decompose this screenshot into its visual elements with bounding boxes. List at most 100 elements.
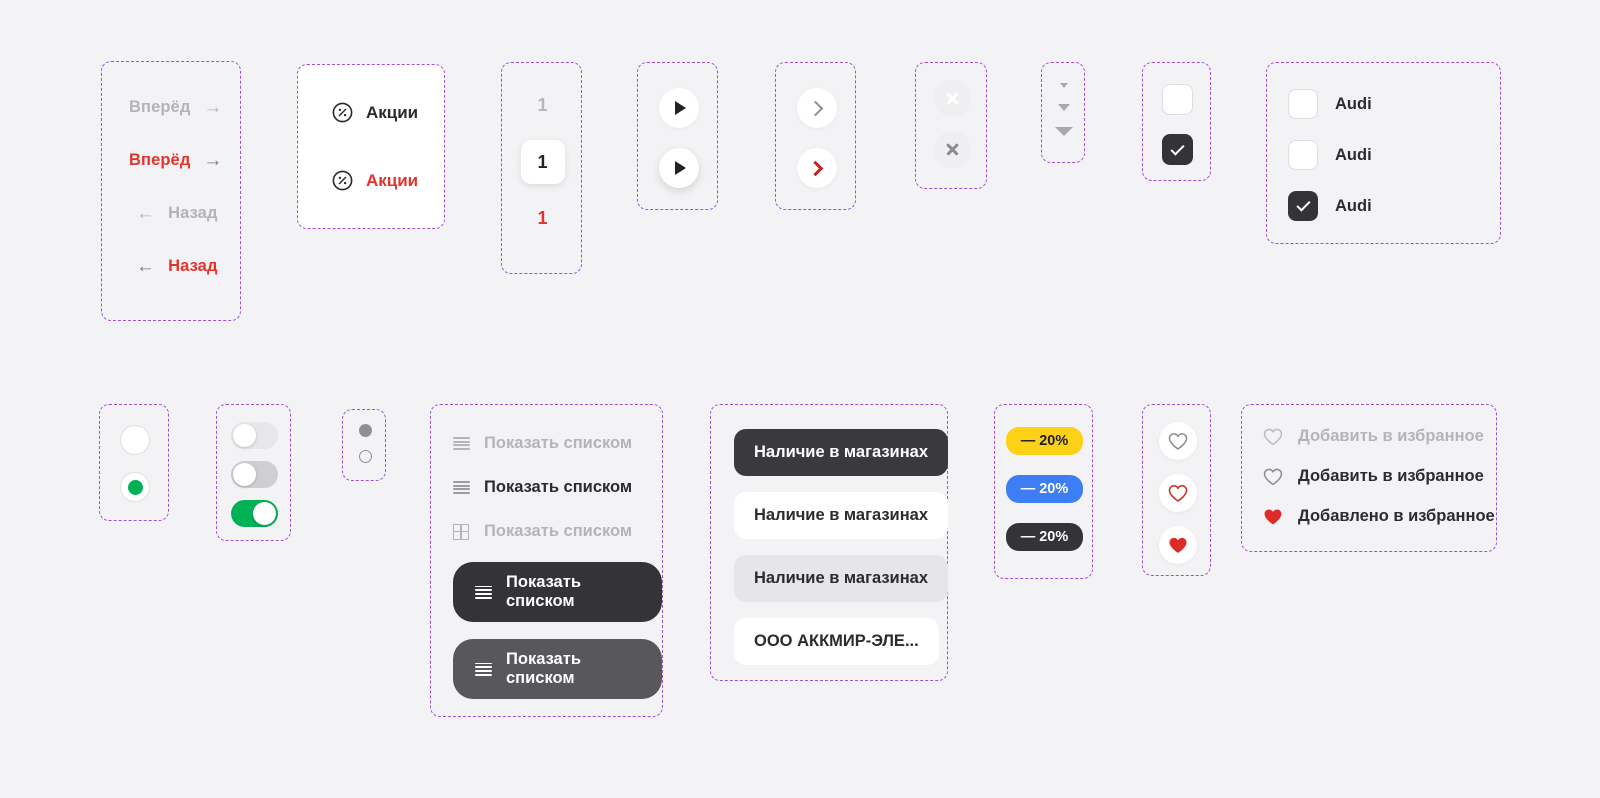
grid-view-button-muted[interactable]: Показать списком <box>453 518 632 545</box>
heart-buttons-frame <box>1142 404 1211 576</box>
favorite-link-added[interactable]: Добавлено в избранное <box>1263 507 1495 526</box>
caret-down-icon[interactable] <box>1058 104 1070 111</box>
caret-down-icon[interactable] <box>1055 127 1073 136</box>
checkbox-unchecked[interactable] <box>1162 84 1193 115</box>
heart-button-active[interactable] <box>1158 526 1197 564</box>
store-chip-company[interactable]: ООО АККМИР-ЭЛЕ... <box>734 618 939 665</box>
list-view-label: Показать списком <box>484 434 633 452</box>
store-chip-hover[interactable]: Наличие в магазинах <box>734 555 949 602</box>
checkbox-checked-icon[interactable] <box>1288 191 1318 221</box>
discount-badge-dark: — 20% <box>1005 523 1084 551</box>
chevron-button-active[interactable] <box>796 148 837 188</box>
promo-link-active[interactable]: Акции <box>331 169 418 192</box>
play-buttons-frame <box>637 62 718 210</box>
favorite-label: Добавить в избранное <box>1298 427 1484 445</box>
chevron-buttons-frame <box>775 62 856 210</box>
nav-link-label: Вперёд <box>129 151 191 169</box>
play-button-flat[interactable] <box>658 88 699 128</box>
favorite-label: Добавлено в избранное <box>1298 507 1495 525</box>
checkbox-icon[interactable] <box>1288 140 1318 170</box>
list-view-label: Показать списком <box>484 522 633 540</box>
list-view-button-hover[interactable]: Показать списком <box>453 639 662 699</box>
check-icon <box>1295 197 1311 212</box>
store-chips-frame: Наличие в магазинах Наличие в магазинах … <box>710 404 949 681</box>
checkbox-list-item[interactable]: Audi <box>1288 89 1372 119</box>
promo-links-frame: Акции Акции <box>297 64 445 229</box>
checkbox-list-item[interactable]: Audi <box>1288 191 1372 221</box>
list-view-button-active[interactable]: Показать списком <box>453 562 662 622</box>
grid-icon <box>453 523 469 540</box>
checkbox-checked[interactable] <box>1162 134 1193 165</box>
discount-badge-blue: — 20% <box>1005 475 1084 503</box>
favorite-link-muted[interactable]: Добавить в избранное <box>1263 427 1484 446</box>
store-chip-default[interactable]: Наличие в магазинах <box>734 492 949 539</box>
pagination-number-muted[interactable]: 1 <box>537 95 548 115</box>
chevron-right-icon <box>807 160 823 176</box>
nav-link-label: Назад <box>168 257 218 275</box>
list-view-button-muted[interactable]: Показать списком <box>453 430 632 457</box>
heart-filled-icon <box>1168 536 1188 555</box>
toggle-off-light[interactable] <box>231 422 278 449</box>
nav-link-forward-active[interactable]: Вперёд → <box>129 151 223 170</box>
list-view-buttons-frame: Показать списком Показать списком Показа… <box>430 404 663 717</box>
arrow-right-icon: → <box>203 150 223 171</box>
pagination-number-active[interactable]: 1 <box>520 140 565 184</box>
chevron-right-icon <box>807 100 823 116</box>
chevron-button-muted[interactable] <box>796 88 837 128</box>
promo-link-label: Акции <box>366 170 419 190</box>
play-button-elevated[interactable] <box>658 148 699 188</box>
dot-outline-icon[interactable] <box>358 450 372 463</box>
heart-outline-icon <box>1263 468 1283 486</box>
radio-buttons-frame <box>99 404 169 521</box>
favorite-label: Добавить в избранное <box>1298 467 1484 485</box>
check-icon <box>1170 140 1185 156</box>
dot-filled-icon[interactable] <box>358 424 372 437</box>
toggle-knob <box>233 463 256 486</box>
list-icon <box>453 437 470 450</box>
nav-link-back-active[interactable]: ← Назад <box>136 257 223 276</box>
checkbox-list-label: Audi <box>1335 145 1372 164</box>
nav-link-back-muted[interactable]: ← Назад <box>136 204 223 223</box>
store-chip-active[interactable]: Наличие в магазинах <box>734 429 949 476</box>
toggle-on[interactable] <box>231 500 278 527</box>
promo-link-default[interactable]: Акции <box>331 101 418 124</box>
heart-outline-icon <box>1263 428 1283 446</box>
toggle-off-gray[interactable] <box>231 461 278 488</box>
close-button-default[interactable] <box>933 131 971 168</box>
heart-button-hover[interactable] <box>1158 474 1197 512</box>
mini-dots-frame <box>342 409 386 481</box>
favorite-link-default[interactable]: Добавить в избранное <box>1263 467 1484 486</box>
radio-selected[interactable] <box>120 472 150 502</box>
list-view-label: Показать списком <box>506 650 581 687</box>
arrow-left-icon: ← <box>136 203 156 224</box>
radio-unselected[interactable] <box>120 425 150 455</box>
play-triangle-icon <box>674 161 686 175</box>
checkbox-list-label: Audi <box>1335 94 1372 113</box>
list-icon <box>475 585 492 599</box>
percent-circle-icon <box>331 169 354 192</box>
list-view-label: Показать списком <box>484 478 633 496</box>
close-button-hover[interactable] <box>933 80 971 117</box>
heart-button-default[interactable] <box>1158 422 1197 460</box>
nav-link-label: Назад <box>168 204 218 222</box>
checkbox-list-label: Audi <box>1335 196 1372 215</box>
spinner-arrows-frame <box>1041 62 1085 163</box>
close-buttons-frame <box>915 62 987 189</box>
nav-link-label: Вперёд <box>129 98 191 116</box>
promo-link-label: Акции <box>366 102 419 122</box>
arrow-left-icon: ← <box>136 256 156 277</box>
nav-link-forward-muted[interactable]: Вперёд → <box>129 98 223 117</box>
pagination-frame: 1 1 1 <box>501 62 582 274</box>
arrow-right-icon: → <box>203 97 223 118</box>
checkbox-list-item[interactable]: Audi <box>1288 140 1372 170</box>
toggle-knob <box>233 424 256 447</box>
pagination-number-current[interactable]: 1 <box>537 208 548 228</box>
caret-down-icon[interactable] <box>1060 83 1068 88</box>
toggle-knob <box>253 502 276 525</box>
nav-links-frame: Вперёд → Вперёд → ← Назад ← Назад <box>101 61 241 321</box>
list-view-button-default[interactable]: Показать списком <box>453 474 632 501</box>
checkbox-icon[interactable] <box>1288 89 1318 119</box>
heart-filled-icon <box>1263 508 1283 526</box>
favorites-frame: Добавить в избранное Добавить в избранно… <box>1241 404 1497 552</box>
